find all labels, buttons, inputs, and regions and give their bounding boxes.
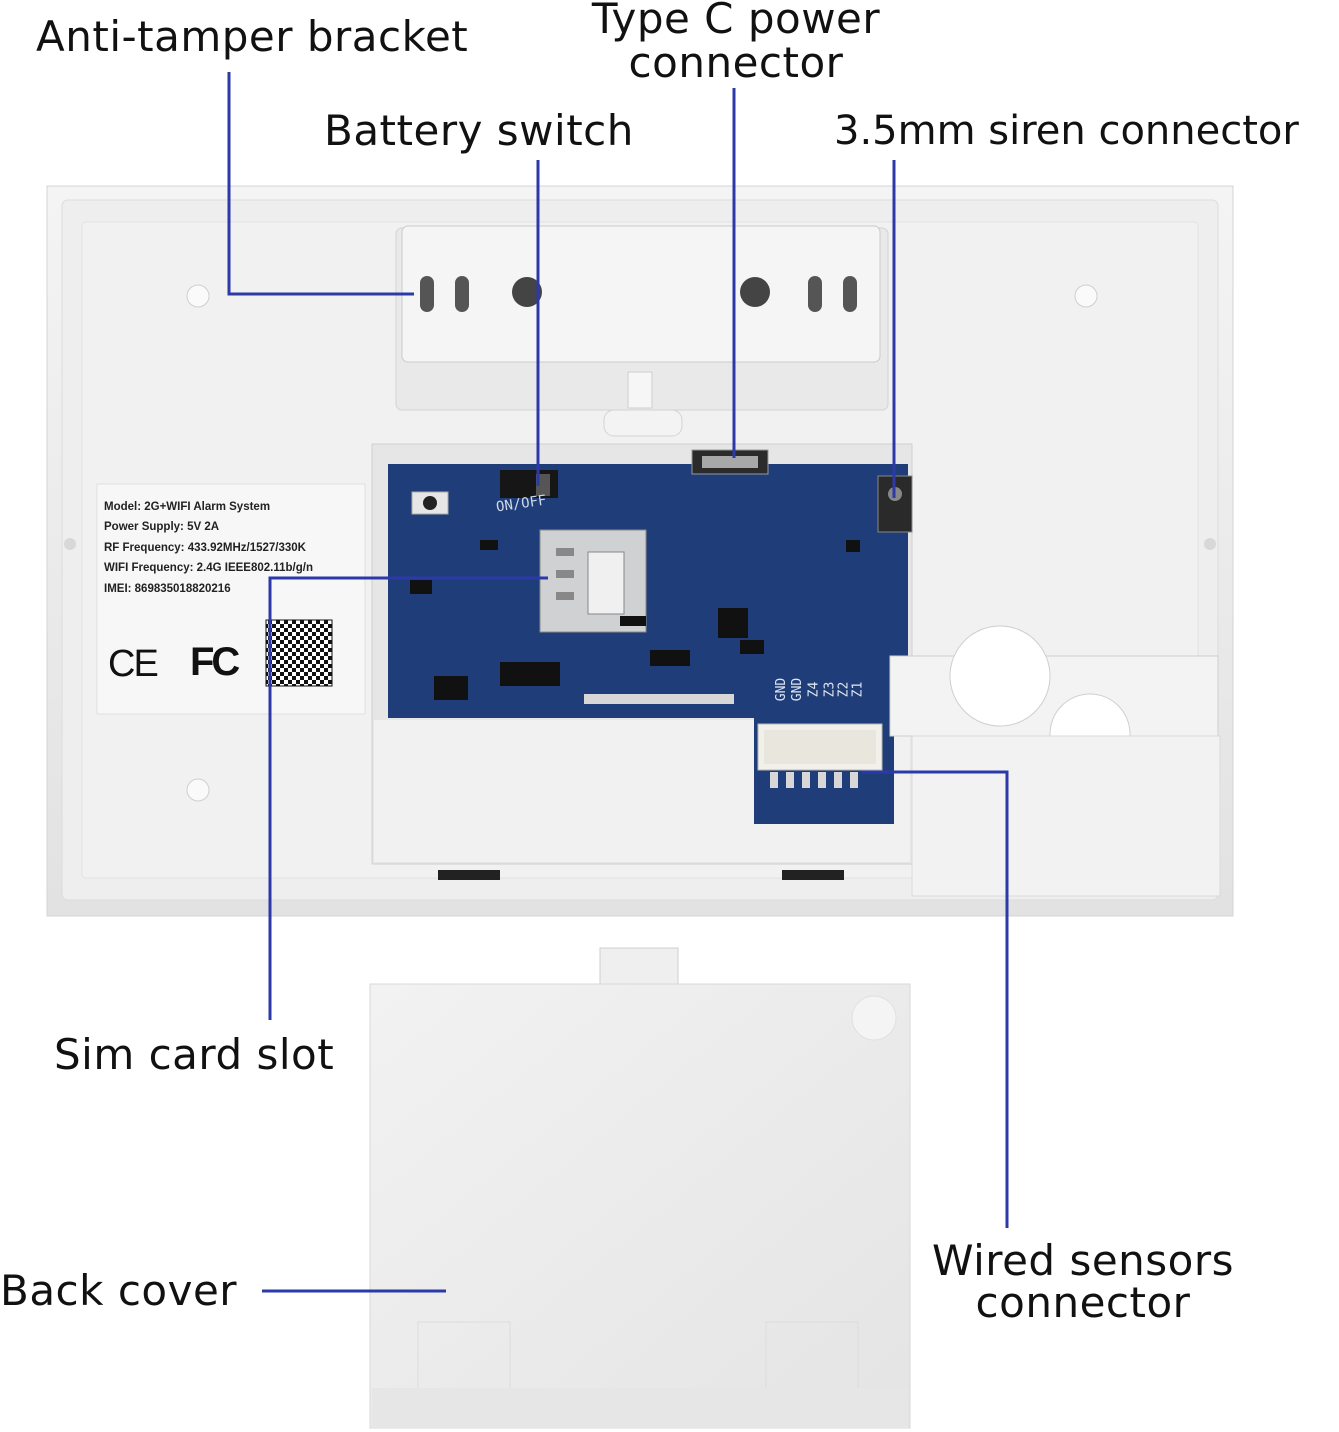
label-rf: RF Frequency: 433.92MHz/1527/330K bbox=[104, 541, 306, 554]
terminal-labels: GND GND Z4 Z3 Z2 Z1 bbox=[770, 668, 865, 718]
callout-sim-card-slot: Sim card slot bbox=[54, 1030, 335, 1079]
callout-wired-sensors-line2: connector bbox=[975, 1278, 1191, 1327]
terminal-gnd-1: GND bbox=[774, 677, 790, 702]
leader-sim-slot bbox=[268, 576, 548, 1020]
label-imei: IMEI: 869835018820216 bbox=[104, 582, 231, 595]
label-model: Model: 2G+WIFI Alarm System bbox=[104, 501, 271, 513]
terminal-z1: Z1 bbox=[850, 681, 866, 698]
callout-anti-tamper-bracket: Anti-tamper bracket bbox=[36, 12, 469, 61]
label-wifi: WIFI Frequency: 2.4G IEEE802.11b/g/n bbox=[104, 562, 313, 575]
callout-siren-connector: 3.5mm siren connector bbox=[834, 108, 1299, 154]
product-label bbox=[96, 483, 366, 715]
terminal-z4: Z4 bbox=[806, 681, 822, 698]
leader-lines bbox=[227, 72, 1009, 1293]
callout-type-c-line1: Type C power bbox=[591, 0, 881, 43]
callout-wired-sensors-line1: Wired sensors bbox=[931, 1236, 1235, 1285]
back-cover-illustration bbox=[369, 947, 911, 1429]
cover-latch-area bbox=[889, 625, 1221, 897]
fcc-mark: FC bbox=[190, 640, 240, 684]
leader-anti-tamper bbox=[227, 72, 414, 296]
ce-mark: CE bbox=[108, 643, 159, 685]
callout-back-cover: Back cover bbox=[0, 1266, 238, 1315]
anti-tamper-bracket bbox=[395, 225, 889, 437]
callout-type-c-line2: connector bbox=[628, 38, 844, 87]
label-text-block: Model: 2G+WIFI Alarm System Power Supply… bbox=[104, 497, 313, 599]
terminal-gnd-2: GND bbox=[790, 677, 806, 702]
callout-battery-switch: Battery switch bbox=[324, 106, 634, 155]
leader-wired-sensors bbox=[862, 770, 1009, 1228]
label-power: Power Supply: 5V 2A bbox=[104, 521, 220, 534]
terminal-z3: Z3 bbox=[822, 681, 838, 698]
terminal-z2: Z2 bbox=[836, 681, 852, 698]
